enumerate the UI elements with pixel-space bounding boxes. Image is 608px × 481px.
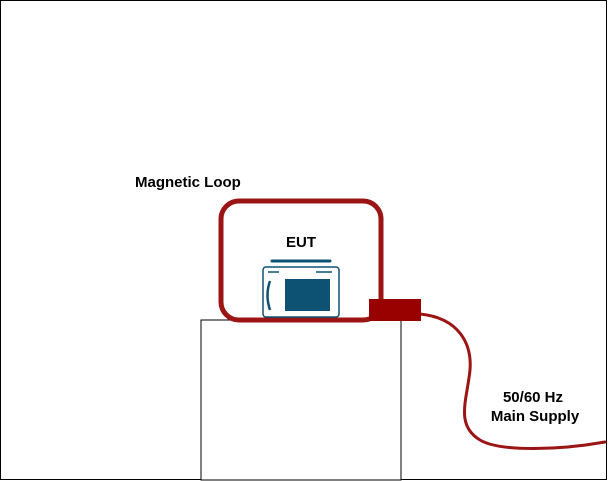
supply-label-line1: 50/60 Hz	[503, 389, 563, 406]
eut-label: EUT	[286, 234, 316, 251]
device-window	[285, 279, 330, 311]
test-table	[200, 319, 402, 481]
power-connector	[369, 299, 421, 321]
magnetic-loop	[218, 198, 384, 323]
supply-label-line2: Main Supply	[491, 408, 580, 425]
magnetic-loop-label: Magnetic Loop	[135, 174, 241, 191]
mains-cable	[418, 312, 607, 450]
microwave-oven-icon	[262, 259, 340, 318]
device-door-handle	[266, 280, 272, 311]
